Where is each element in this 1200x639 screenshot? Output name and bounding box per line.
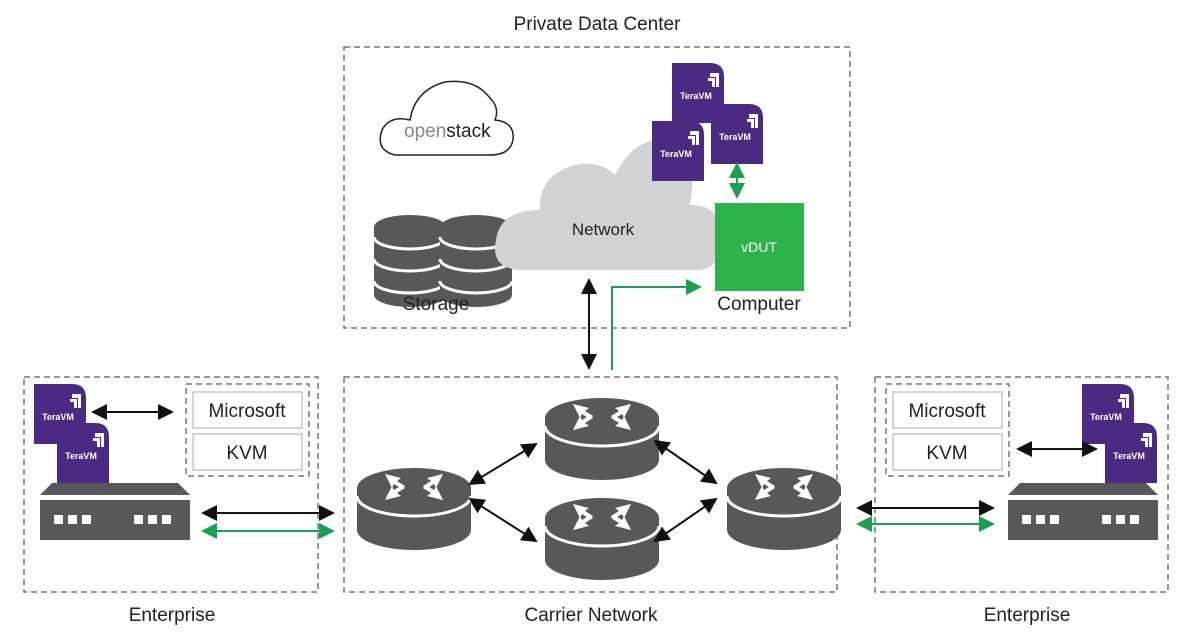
teravm-instance: TeraVM [1082,384,1134,444]
router-link [468,497,538,543]
svg-text:TeraVM: TeraVM [680,91,712,101]
enterprise-right-title: Enterprise [984,605,1071,626]
teravm-instance: TeraVM [1105,423,1157,483]
teravm-instance: TeraVM [652,121,704,181]
enterprise-right-zone [874,376,1169,593]
teravm-instance: TeraVM [672,63,724,123]
network-label: Network [572,220,635,239]
enterprise-left-zone [23,376,319,593]
router-link [653,497,718,543]
appliance-icon [1008,483,1158,540]
svg-text:TeraVM: TeraVM [719,132,751,142]
svg-text:TeraVM: TeraVM [1090,412,1122,422]
datacenter-title: Private Data Center [514,14,682,35]
vdut-box [715,203,804,291]
hypervisor-kvm-label: KVM [926,443,967,464]
router-link [653,439,718,485]
router-icon [543,496,661,582]
datacenter-zone [343,46,851,329]
hypervisor-microsoft [892,391,1003,429]
hypervisor-group [885,383,1010,477]
hypervisor-kvm [192,433,303,471]
vdut-label: vDUT [741,239,777,255]
router-link [468,442,538,486]
hypervisor-kvm [892,433,1003,471]
carrier-title: Carrier Network [524,605,658,626]
storage-label: Storage [403,294,470,315]
hypervisor-microsoft-label: Microsoft [208,401,286,422]
hypervisor-kvm-label: KVM [226,443,267,464]
teravm-instance: TeraVM [34,384,86,444]
teravm-instance: TeraVM [57,423,109,483]
svg-text:TeraVM: TeraVM [42,412,74,422]
svg-text:TeraVM: TeraVM [660,149,692,159]
vdut-carrier-link [611,279,702,370]
enterprise-left-title: Enterprise [129,605,216,626]
openstack-cloud-icon [379,80,514,156]
svg-text:TeraVM: TeraVM [1113,451,1145,461]
router-icon [543,396,661,482]
appliance-icon [40,483,190,540]
router-icon [355,466,473,552]
hypervisor-group [185,383,310,477]
hypervisor-microsoft [192,391,303,429]
hypervisor-microsoft-label: Microsoft [908,401,986,422]
openstack-logo: openstack [404,121,491,142]
router-icon [725,466,843,552]
teravm-instance: TeraVM [711,104,763,164]
svg-text:TeraVM: TeraVM [65,451,97,461]
computer-label: Computer [717,294,801,315]
